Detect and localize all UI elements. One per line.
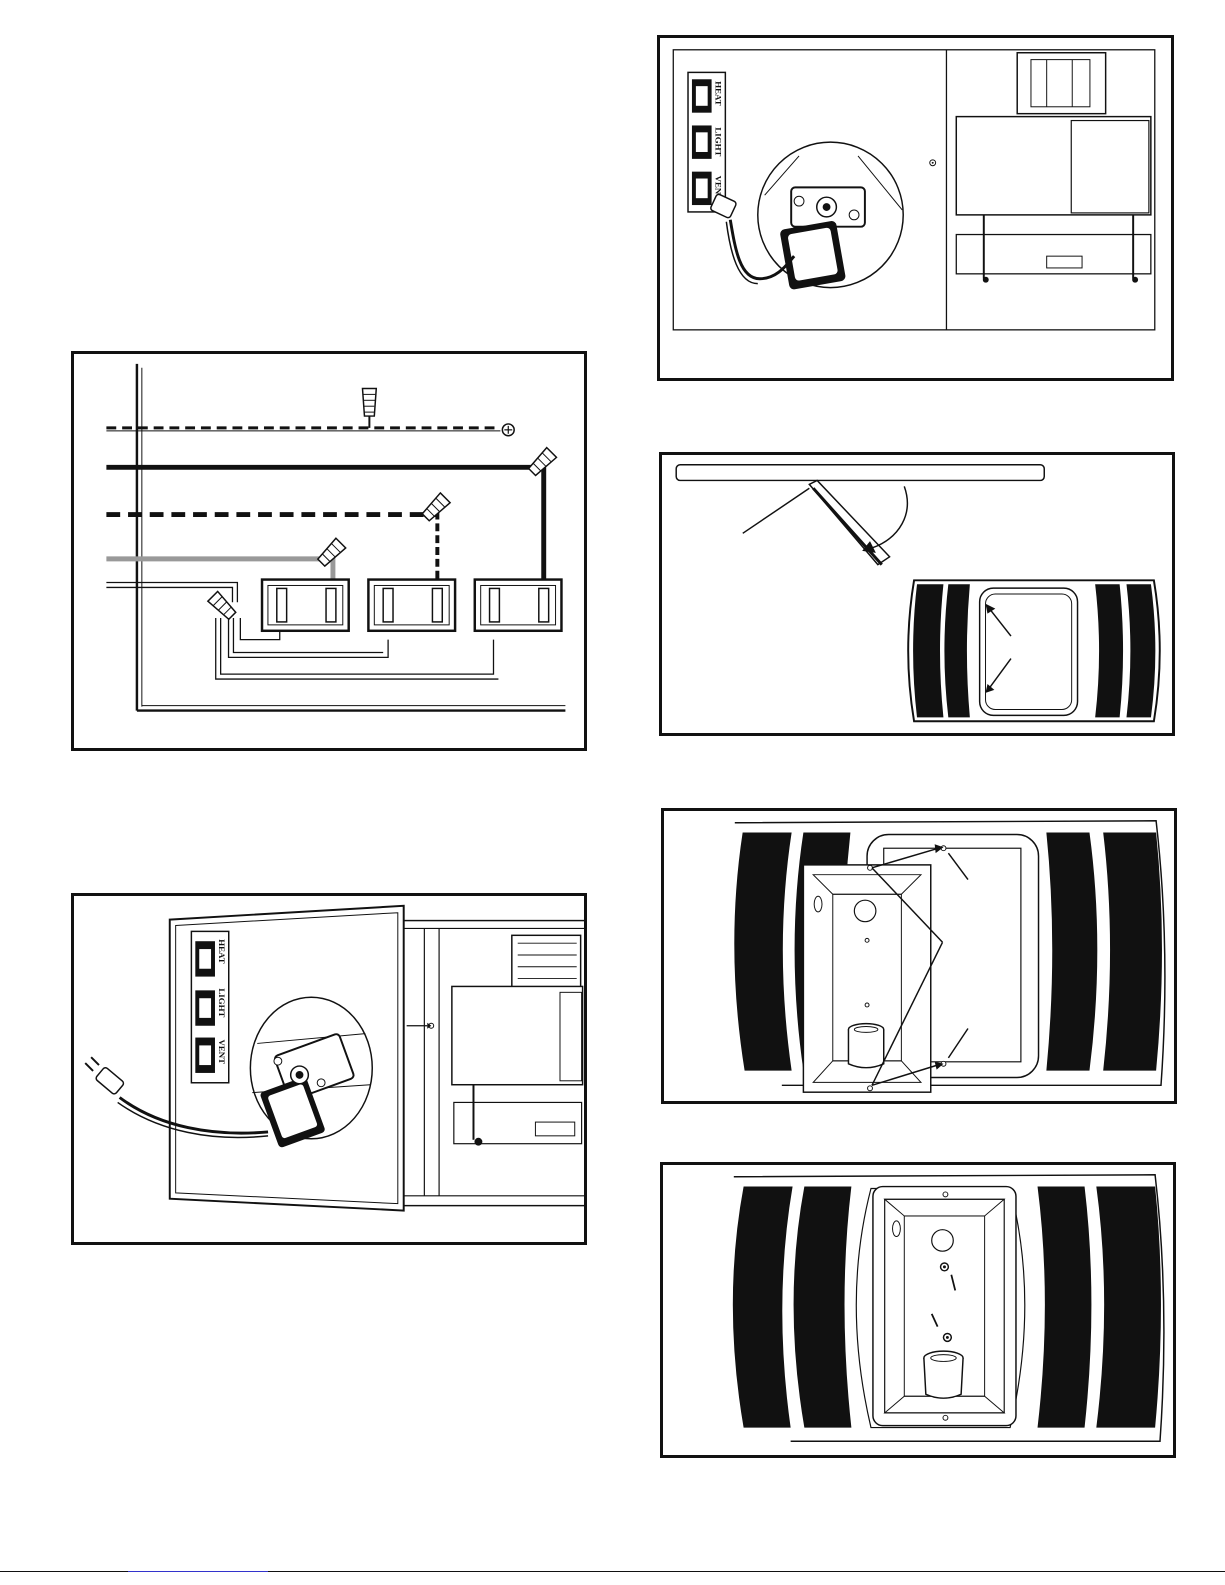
lamp-socket-icon bbox=[848, 1024, 883, 1068]
wiring-diagram-figure bbox=[71, 351, 587, 751]
housing-installed-svg bbox=[663, 1165, 1173, 1455]
light-housing-figure bbox=[661, 808, 1177, 1104]
switch-label-vent: VENT bbox=[217, 1040, 227, 1065]
hinged-grille-icon bbox=[809, 480, 889, 564]
wiring-diagram-svg bbox=[74, 354, 584, 748]
lamp-socket-icon bbox=[924, 1351, 963, 1398]
light-housing-svg bbox=[664, 811, 1174, 1101]
grille-hinge-svg bbox=[662, 455, 1172, 733]
wire-nut-icon bbox=[362, 388, 376, 427]
footer-link-underline[interactable] bbox=[128, 1571, 268, 1572]
rocker-switch-icon bbox=[475, 580, 562, 631]
switch-strip: HEAT LIGHT VENT bbox=[688, 72, 725, 212]
access-panel-bottom-svg: HEAT LIGHT VENT bbox=[74, 896, 584, 1242]
grille-front bbox=[908, 580, 1160, 721]
rocker-switch-icon bbox=[368, 580, 455, 631]
mounting-screw-icon bbox=[930, 160, 936, 166]
switch-label-heat: HEAT bbox=[714, 81, 724, 105]
callout-line bbox=[743, 488, 810, 533]
grille-front bbox=[734, 821, 1165, 1086]
ground-screw-icon bbox=[502, 424, 514, 436]
rotation-arrow bbox=[872, 486, 907, 548]
access-panel-bottom-figure: HEAT LIGHT VENT bbox=[71, 893, 587, 1245]
access-panel-top-svg: HEAT LIGHT VENT bbox=[660, 38, 1171, 378]
switch-label-light: LIGHT bbox=[714, 127, 724, 156]
access-panel-top-figure: HEAT LIGHT VENT bbox=[657, 35, 1174, 381]
ceiling-plate bbox=[676, 465, 1044, 481]
switch-label-heat: HEAT bbox=[217, 939, 227, 963]
switch-label-light: LIGHT bbox=[217, 988, 227, 1017]
rocker-switch-icon bbox=[262, 580, 349, 631]
grille-hinge-figure bbox=[659, 452, 1175, 736]
switch-strip: HEAT LIGHT VENT bbox=[191, 931, 228, 1082]
housing-installed-figure bbox=[660, 1162, 1176, 1458]
